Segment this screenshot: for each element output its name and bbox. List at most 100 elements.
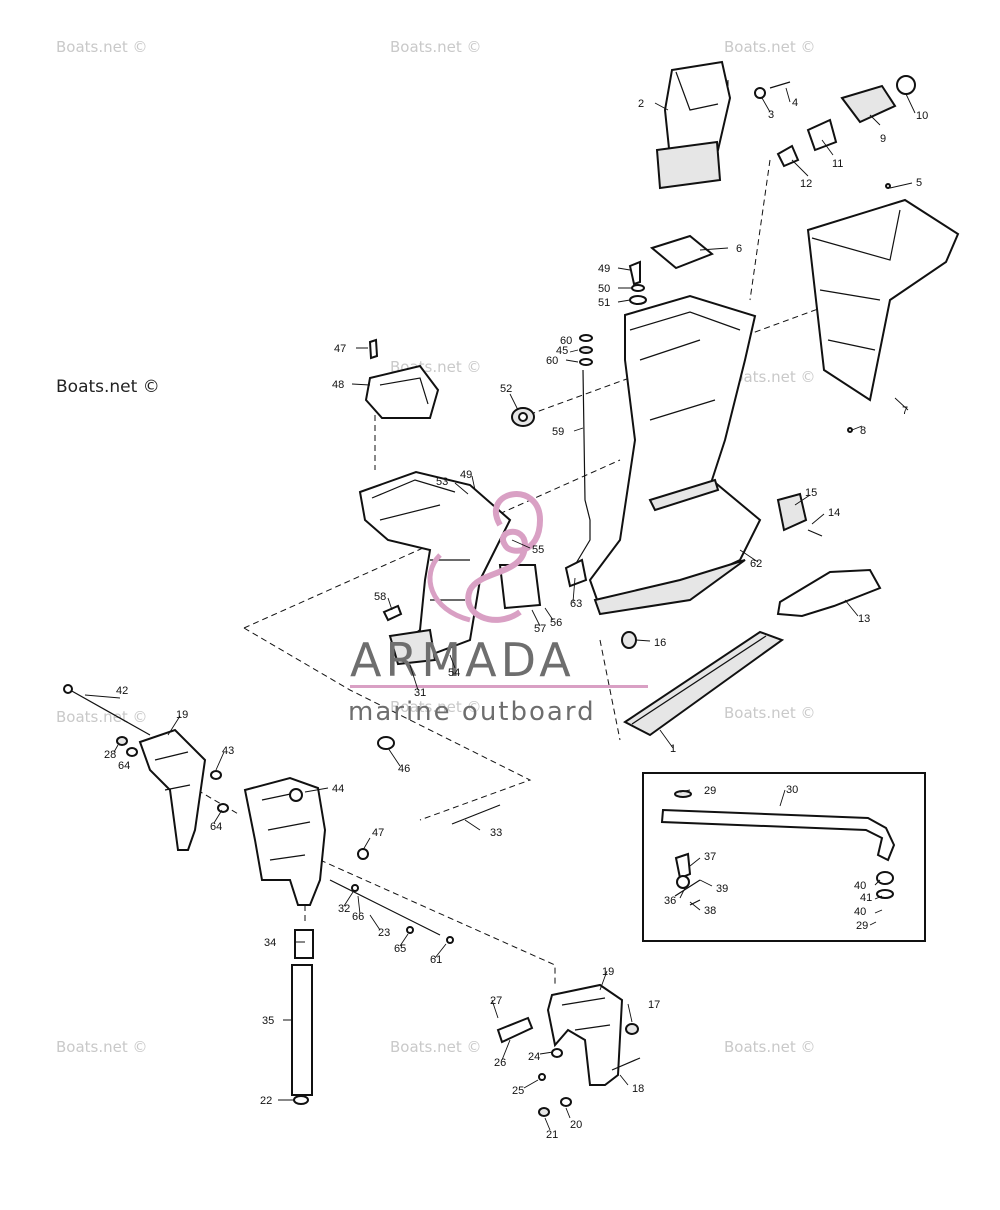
- callout-19: 19: [602, 966, 614, 978]
- clamp-bracket-left-part: [63, 684, 207, 851]
- callout-60: 60: [546, 355, 558, 367]
- watermarks: Boats.net © Boats.net © Boats.net © Boat…: [56, 38, 816, 1056]
- bolt-part: [451, 804, 501, 825]
- washer-part: [377, 736, 395, 750]
- callout-17: 17: [648, 999, 660, 1011]
- callout-14: 14: [828, 507, 840, 519]
- watermark: Boats.net ©: [390, 38, 482, 56]
- clip-part: [674, 790, 692, 798]
- callout-2: 2: [638, 98, 644, 110]
- watermark: Boats.net ©: [56, 708, 148, 726]
- bolt-washers-part: [628, 260, 647, 305]
- callout-37: 37: [704, 851, 716, 863]
- callout-41: 41: [860, 892, 872, 904]
- callout-30: 30: [786, 784, 798, 796]
- brand-logo: ARMADA marine outboard: [348, 491, 648, 727]
- callout-12: 12: [800, 178, 812, 190]
- callout-19: 19: [176, 709, 188, 721]
- callout-11: 11: [832, 158, 843, 170]
- watermark: Boats.net ©: [390, 1038, 482, 1056]
- callout-40: 40: [854, 906, 866, 918]
- callout-22: 22: [260, 1095, 272, 1107]
- callout-52: 52: [500, 383, 512, 395]
- callout-25: 25: [512, 1085, 524, 1097]
- shift-rod-part: [564, 334, 593, 588]
- callout-32: 32: [338, 903, 350, 915]
- callout-61: 61: [430, 954, 442, 966]
- callout-48: 48: [332, 379, 344, 391]
- callout-1: 1: [670, 743, 676, 755]
- callout-50: 50: [598, 283, 610, 295]
- tilt-tube-part: [329, 879, 454, 944]
- callout-34: 34: [264, 937, 276, 949]
- callout-27: 27: [490, 995, 502, 1007]
- callout-62: 62: [750, 558, 762, 570]
- watermark: Boats.net ©: [724, 38, 816, 56]
- tilt-pin-part: [291, 929, 314, 1105]
- callout-56: 56: [550, 617, 562, 629]
- callout-10: 10: [916, 110, 928, 122]
- leader-lines: [84, 87, 916, 1131]
- callout-66: 66: [352, 911, 364, 923]
- callout-4: 4: [792, 97, 798, 109]
- callout-57: 57: [534, 623, 546, 635]
- callout-8: 8: [860, 425, 866, 437]
- callout-58: 58: [374, 591, 386, 603]
- callout-13: 13: [858, 613, 870, 625]
- clamp-bracket-right-part: [496, 983, 641, 1117]
- callout-64: 64: [210, 821, 222, 833]
- part-callouts: 2 3 4 10 9 11 12 5 6 49 50 51 60 45 60 4…: [104, 97, 928, 1141]
- ball-joint-part: [674, 852, 692, 880]
- callout-28: 28: [104, 749, 116, 761]
- callout-51: 51: [598, 297, 610, 309]
- assembly-dash-lines: [179, 80, 871, 985]
- watermark: Boats.net ©: [724, 704, 816, 722]
- watermark: Boats.net ©: [390, 698, 482, 716]
- callout-54: 54: [448, 667, 460, 679]
- callout-21: 21: [546, 1129, 558, 1141]
- brand-underline: [350, 685, 648, 688]
- swivel-bracket-part: [210, 770, 327, 906]
- exhaust-tube-part: [655, 60, 732, 190]
- callout-43: 43: [222, 745, 234, 757]
- callout-29: 29: [704, 785, 716, 797]
- watermark: Boats.net ©: [724, 1038, 816, 1056]
- callout-33: 33: [490, 827, 502, 839]
- callout-16: 16: [654, 637, 666, 649]
- small-hardware-top: [754, 75, 916, 189]
- callout-55: 55: [532, 544, 544, 556]
- bolt-part: [382, 604, 403, 622]
- ball-joint-ball: [676, 875, 690, 889]
- watermark: Boats.net ©: [56, 377, 160, 397]
- callout-31: 31: [414, 687, 426, 699]
- callout-44: 44: [332, 783, 344, 795]
- callout-60: 60: [560, 335, 572, 347]
- trim-strip-part: [623, 630, 785, 737]
- brand-logo-swirl: [427, 553, 471, 623]
- driveshaft-housing-part: [588, 294, 762, 616]
- tiller-arm-part: [660, 808, 896, 862]
- cowl-cover-part: [806, 198, 960, 433]
- callout-47: 47: [334, 343, 346, 355]
- seal-part: [776, 568, 882, 618]
- callout-53: 53: [436, 476, 448, 488]
- callout-9: 9: [880, 133, 886, 145]
- callout-3: 3: [768, 109, 774, 121]
- callout-63: 63: [570, 598, 582, 610]
- detail-inset: [642, 772, 926, 942]
- callout-39: 39: [716, 883, 728, 895]
- callout-5: 5: [916, 177, 922, 189]
- brand-name: ARMADA: [350, 633, 575, 687]
- bushing-part: [511, 407, 535, 427]
- nut-part: [876, 871, 894, 885]
- callout-20: 20: [570, 1119, 582, 1131]
- callout-49: 49: [460, 469, 472, 481]
- callout-24: 24: [528, 1051, 540, 1063]
- callout-36: 36: [664, 895, 676, 907]
- callout-38: 38: [704, 905, 716, 917]
- watermark: Boats.net ©: [56, 38, 148, 56]
- grommet-part: [621, 631, 637, 649]
- callout-45: 45: [556, 345, 568, 357]
